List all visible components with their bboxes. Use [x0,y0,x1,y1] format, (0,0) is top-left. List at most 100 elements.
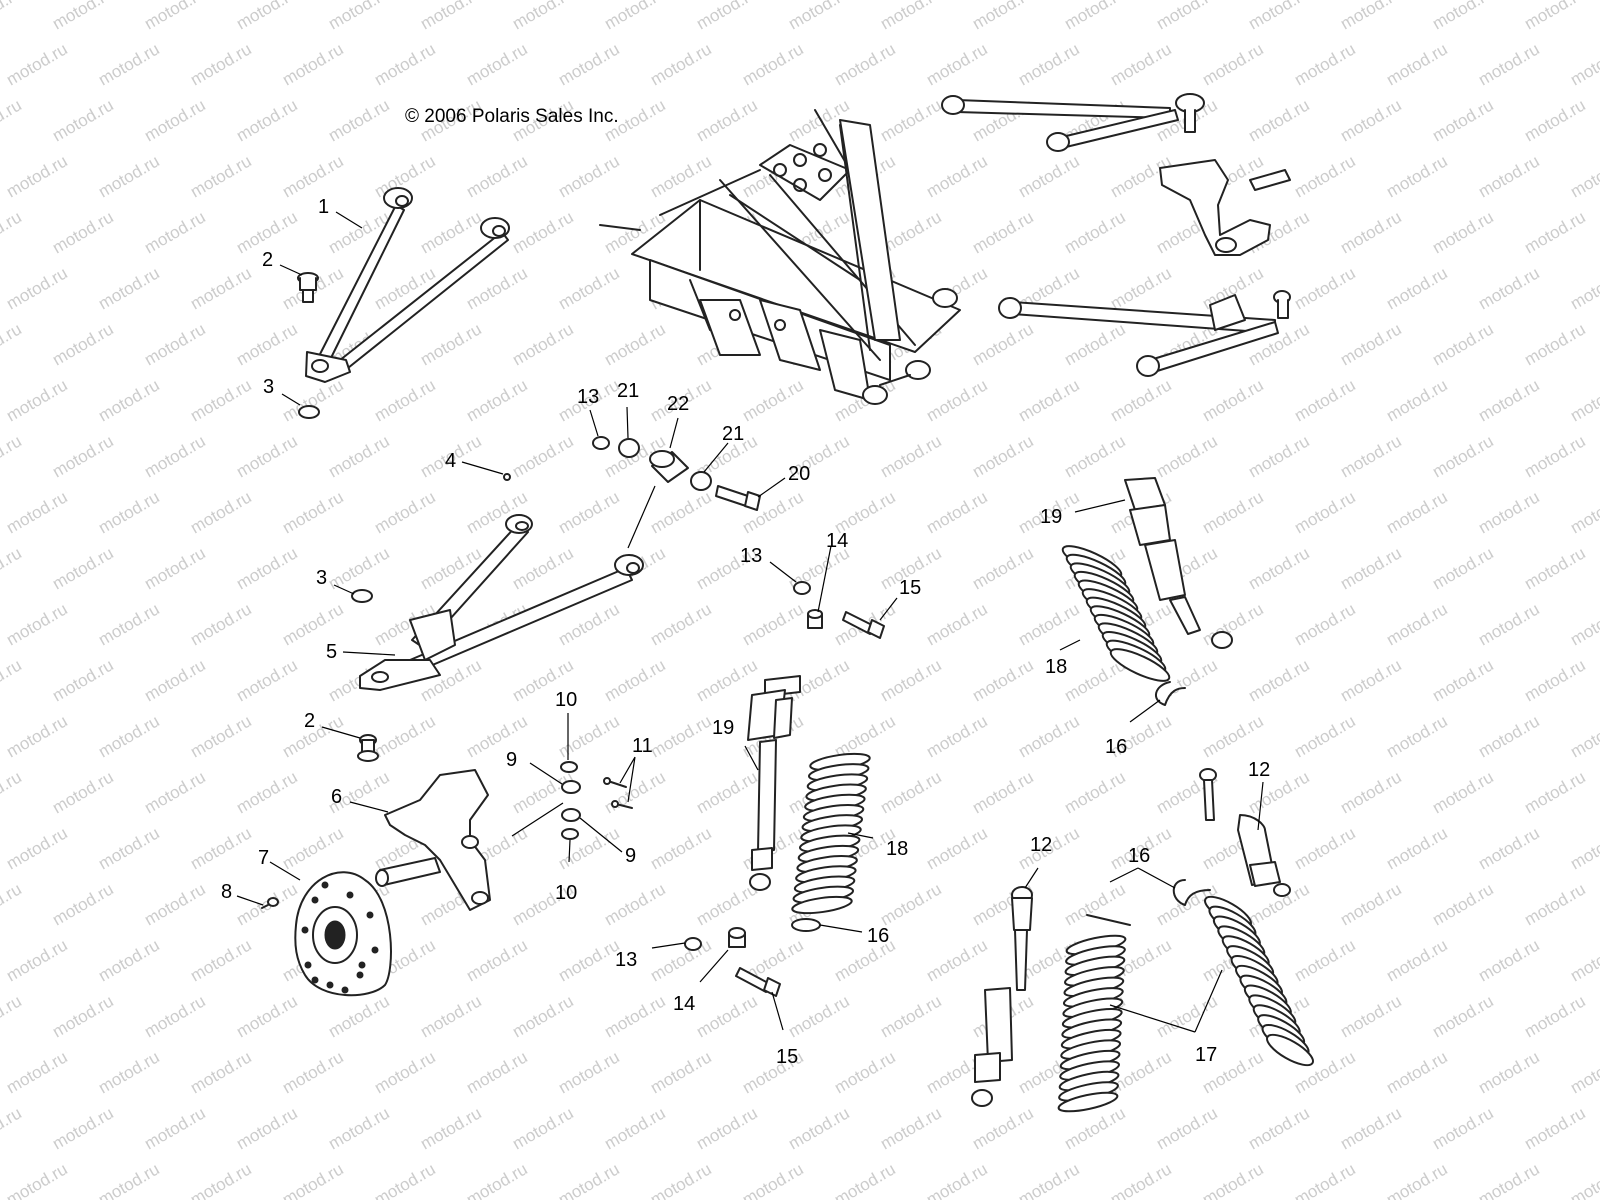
watermark-text: motod.ru [141,767,209,817]
retaining-ring-3a [298,405,320,419]
watermark-text: motod.ru [3,1047,71,1097]
spring-coil [1109,648,1171,682]
watermark-text: motod.ru [187,375,255,425]
watermark-text: motod.ru [0,431,25,481]
watermark-text: motod.ru [1291,263,1359,313]
ball-joint-2a [297,272,319,303]
watermark-text: motod.ru [1567,1047,1600,1097]
callout-2: 2 [304,710,315,732]
watermark-text: motod.ru [1337,431,1405,481]
watermark-text: motod.ru [325,431,393,481]
spring-coil [791,895,853,915]
watermark-text: motod.ru [1245,543,1313,593]
watermark-text: motod.ru [233,767,301,817]
retaining-ring-3b [351,589,373,603]
watermark-text: motod.ru [923,375,991,425]
nut-13a [592,436,610,450]
upper-a-arm-assembly-right [941,93,1205,152]
watermark-text: motod.ru [969,431,1037,481]
watermark-text: motod.ru [877,991,945,1041]
watermark-text: motod.ru [3,151,71,201]
watermark-text: motod.ru [1153,0,1221,33]
bushing-21a [618,438,640,458]
bushing-21b [690,471,712,491]
watermark-text: motod.ru [49,655,117,705]
watermark-text: motod.ru [1383,823,1451,873]
watermark-text: motod.ru [1521,95,1589,145]
watermark-text: motod.ru [1337,767,1405,817]
watermark-text: motod.ru [49,431,117,481]
callout-1: 1 [318,196,329,218]
watermark-text: motod.ru [647,487,715,537]
watermark-text: motod.ru [3,711,71,761]
watermark-text: motod.ru [1337,207,1405,257]
watermark-text: motod.ru [647,711,715,761]
callout-9: 9 [506,749,517,771]
watermark-text: motod.ru [1291,375,1359,425]
watermark-text: motod.ru [1475,1047,1543,1097]
watermark-text: motod.ru [1199,375,1267,425]
parts-layer [261,93,1314,1113]
watermark-text: motod.ru [1521,207,1589,257]
watermark-text: motod.ru [509,543,577,593]
watermark-text: motod.ru [831,1047,899,1097]
watermark-text: motod.ru [877,95,945,145]
watermark-text: motod.ru [417,319,485,369]
watermark-text: motod.ru [601,991,669,1041]
watermark-text: motod.ru [1567,1159,1600,1200]
watermark-text: motod.ru [141,543,209,593]
watermark-text: motod.ru [279,823,347,873]
bolt-20 [715,485,761,511]
callout-2: 2 [262,249,273,271]
watermark-text: motod.ru [1337,991,1405,1041]
watermark-text: motod.ru [1429,319,1497,369]
watermark-text: motod.ru [1475,1159,1543,1200]
cotter-pins-11 [603,777,633,809]
watermark-text: motod.ru [49,319,117,369]
watermark-text: motod.ru [1475,375,1543,425]
watermark-text: motod.ru [187,39,255,89]
watermark-text: motod.ru [1337,319,1405,369]
watermark-text: motod.ru [3,263,71,313]
watermark-text: motod.ru [1429,1103,1497,1153]
watermark-text: motod.ru [831,1159,899,1200]
watermark-text: motod.ru [187,599,255,649]
watermark-text: motod.ru [0,1103,25,1153]
watermark-text: motod.ru [1107,1159,1175,1200]
spring-coil [1266,1033,1314,1067]
watermark-text: motod.ru [1567,151,1600,201]
watermark-text: motod.ru [371,711,439,761]
watermark-text: motod.ru [1245,0,1313,33]
watermark-text: motod.ru [463,935,531,985]
watermark-text: motod.ru [647,599,715,649]
steering-knuckle-right [1159,159,1291,256]
callout-5: 5 [326,641,337,663]
watermark-text: motod.ru [187,151,255,201]
callout-9: 9 [625,845,636,867]
watermark-text: motod.ru [325,1103,393,1153]
watermark-text: motod.ru [923,1159,991,1200]
watermark-text: motod.ru [371,1159,439,1200]
watermark-text: motod.ru [1567,935,1600,985]
watermark-text: motod.ru [1291,599,1359,649]
upper-a-arm-1 [305,187,510,383]
callout-7: 7 [258,847,269,869]
watermark-text: motod.ru [1383,487,1451,537]
watermark-text: motod.ru [923,151,991,201]
watermark-text: motod.ru [1061,319,1129,369]
callout-13: 13 [577,386,599,408]
watermark-text: motod.ru [1107,263,1175,313]
watermark-text: motod.ru [969,319,1037,369]
spring-clip-16d [1086,914,1131,926]
watermark-text: motod.ru [923,711,991,761]
watermark-text: motod.ru [187,935,255,985]
shock-absorber-19a [747,675,801,891]
watermark-text: motod.ru [49,0,117,33]
nut-9b [561,808,581,822]
watermark-text: motod.ru [877,655,945,705]
callout-20: 20 [788,463,810,485]
watermark-text: motod.ru [1429,543,1497,593]
watermark-text: motod.ru [233,95,301,145]
callout-15: 15 [776,1046,798,1068]
callout-3: 3 [263,376,274,398]
